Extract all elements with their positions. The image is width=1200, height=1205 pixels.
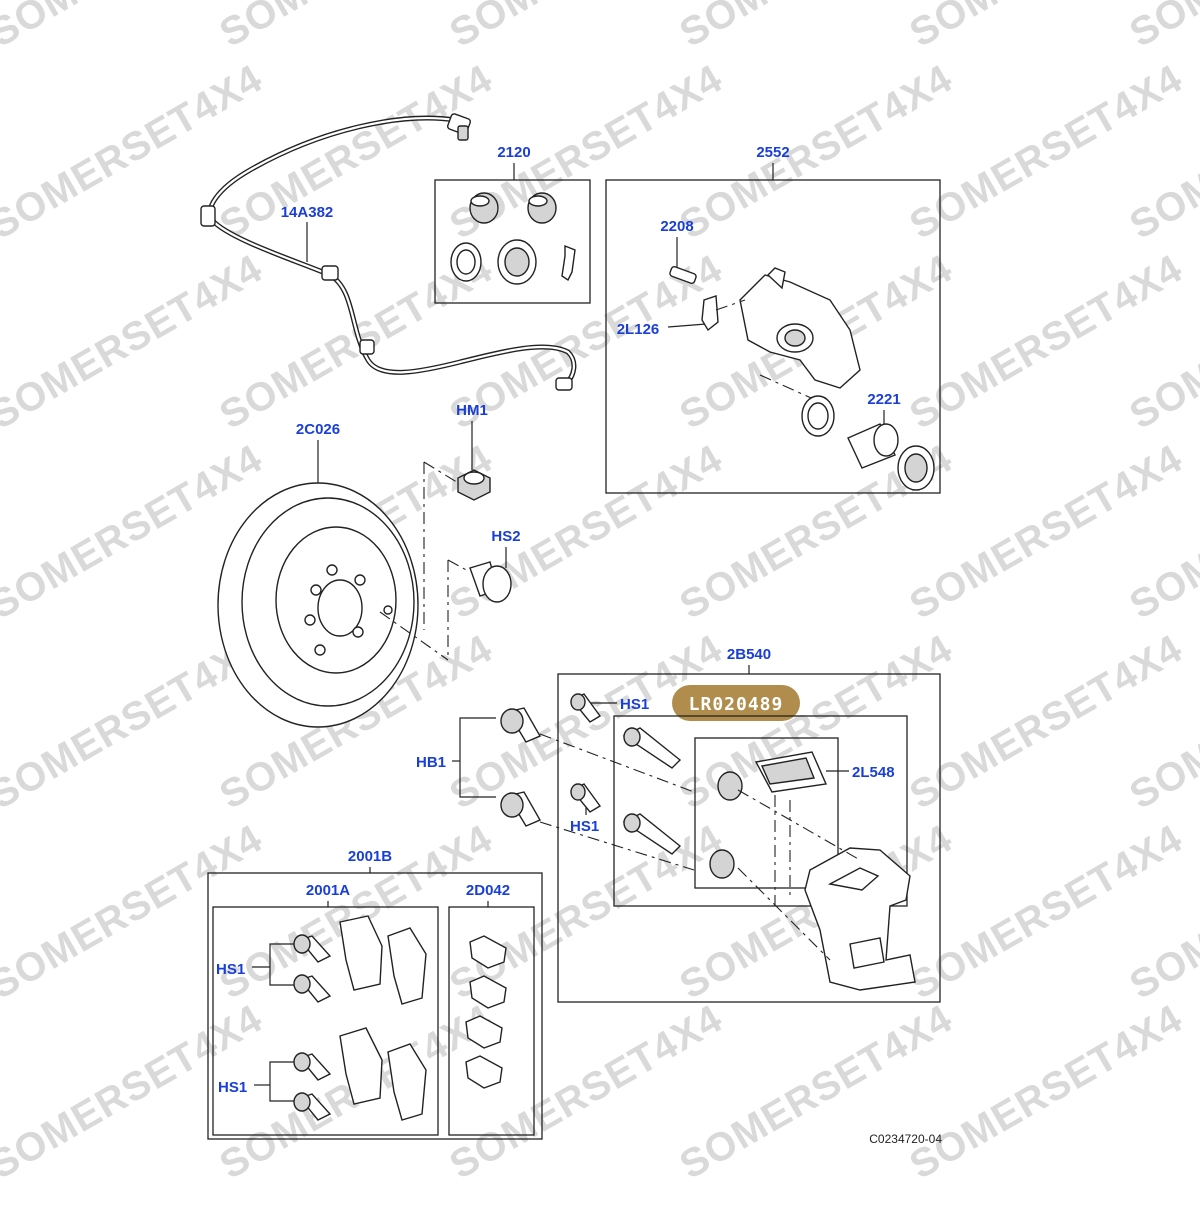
callout-boot-grease: 2L548 [852,764,895,781]
wheel-stud-hole [353,627,363,637]
callout-pad-bolt-top: HS1 [216,961,245,978]
bleed-cap [702,296,718,330]
callout-sensor: 14A382 [281,204,334,221]
callout-bleed-cap: 2L126 [617,321,660,338]
sensor-head [556,378,572,390]
cable-clip [322,266,338,280]
callout-bleed-screw: 2208 [660,218,693,235]
callout-hub-bolts: HB1 [416,754,446,771]
hub-bolt-head [501,709,523,733]
guide-pin-head [624,814,640,832]
guide-pin-boot [710,850,734,878]
dust-boot-top [529,196,547,206]
dust-boot-top [471,196,489,206]
retaining-screw-hole [384,606,392,614]
hub-bolt-head [501,793,523,817]
pad-bolt-head [294,935,310,953]
piston-seal-inner [505,248,529,276]
callout-carrier-bolt-top: HS1 [620,696,649,713]
wheel-stud-hole [305,615,315,625]
cable-clip [360,340,374,354]
pad-bolt-head [294,1093,310,1111]
carrier-bolt-head [571,694,585,710]
callout-pad-set: 2001B [348,848,392,865]
guide-pin-boot [718,772,742,800]
piston-boot-inner [905,454,927,482]
carrier-bolt-head [571,784,585,800]
disc-screw-head [483,566,511,602]
pad-bolt-head [294,975,310,993]
caliper-bore-inner [785,330,805,346]
diagram-reference: C0234720-04 [869,1132,942,1146]
callout-caliper: 2552 [756,144,789,161]
callout-piston: 2221 [867,391,900,408]
piston-face [874,424,898,456]
sensor-plug [458,126,468,140]
guide-pin-head [624,728,640,746]
wheel-stud-hole [311,585,321,595]
brake-pad [388,928,426,1004]
hub-nut-top [464,472,484,484]
callout-carrier: 2B540 [727,646,771,663]
part-number-label[interactable]: LR020489 [689,694,784,715]
callout-pad-kit: 2001A [306,882,350,899]
brake-pad [340,916,382,990]
wheel-stud-hole [355,575,365,585]
carrier-bracket-lug [850,938,884,968]
cable-clip [201,206,215,226]
retaining-clip [562,246,575,280]
watermark: SOMERSET4X4 [1123,0,1200,56]
seal-ring-inner [457,250,475,274]
callout-pad-bolt-bottom: HS1 [218,1079,247,1096]
callout-disc: 2C026 [296,421,340,438]
piston-seal-ring-inner [808,403,828,429]
wheel-stud-hole [315,645,325,655]
callout-hub-nut: HM1 [456,402,488,419]
wheel-stud-hole [327,565,337,575]
pad-clip [466,1056,502,1088]
callout-clip-kit: 2D042 [466,882,510,899]
callout-seal-kit: 2120 [497,144,530,161]
callout-disc-screw: HS2 [491,528,520,545]
pad-bolt-head [294,1053,310,1071]
